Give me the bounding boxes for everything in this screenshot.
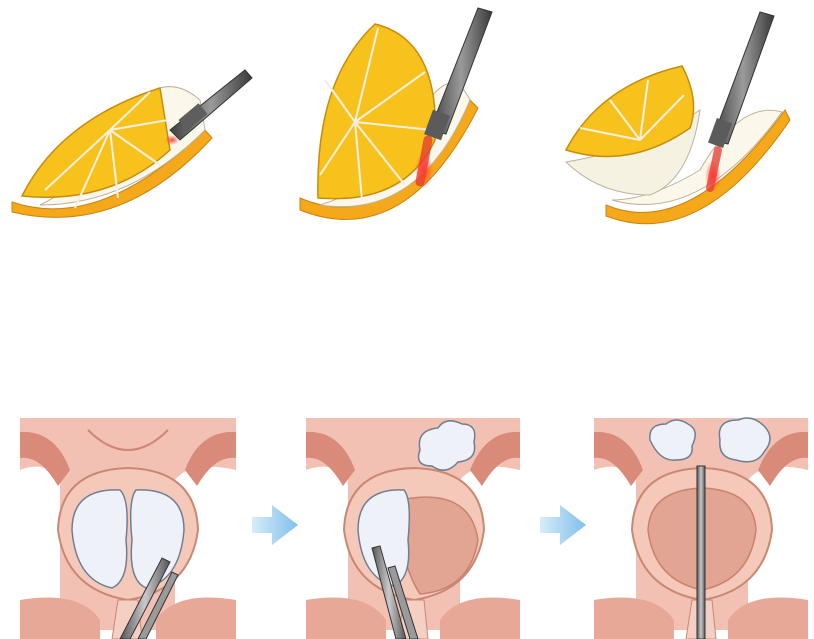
morcellator (697, 466, 705, 639)
orange-panel-3 (566, 12, 790, 224)
resected-cavity (400, 497, 478, 594)
orange-panel-2 (300, 8, 492, 219)
orange-panel-1 (12, 70, 252, 217)
laser-glow (415, 152, 433, 188)
prostate-panel-1 (20, 418, 236, 639)
adenoma-fragments (719, 418, 770, 462)
prostate-panel-3 (594, 418, 808, 639)
laser-glow (165, 135, 179, 145)
laser-glow (705, 160, 721, 192)
prostate-panel-2 (306, 418, 520, 639)
arrow-right-icon (540, 505, 586, 545)
arrow-right-icon (252, 505, 298, 545)
